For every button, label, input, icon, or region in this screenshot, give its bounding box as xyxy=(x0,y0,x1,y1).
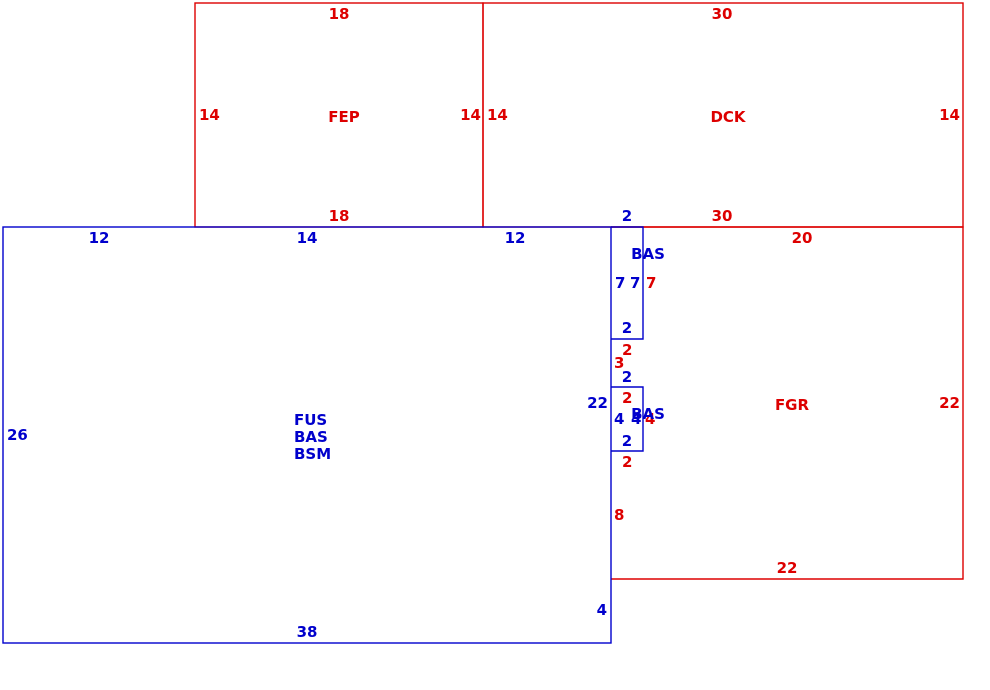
fgr-left-dim-3: 3 xyxy=(614,354,624,372)
fgr-left-dim-5: 4 xyxy=(645,410,655,428)
main-label-bas: BAS xyxy=(294,428,328,446)
bas-lower-outline xyxy=(611,386,644,452)
main-right-upper-dim: 22 xyxy=(587,394,608,412)
bas-lower-top-dim: 2 xyxy=(622,368,632,386)
fgr-left-dim-4: 2 xyxy=(622,389,632,407)
main-bottom-dim: 38 xyxy=(297,623,318,641)
dck-right-dim: 14 xyxy=(939,106,960,124)
dck-label: DCK xyxy=(710,108,746,126)
main-outline xyxy=(2,226,612,644)
bas-upper-left-dim: 7 xyxy=(615,274,625,292)
bas-upper-outline xyxy=(611,226,644,340)
dck-left-dim: 14 xyxy=(487,106,508,124)
fep-area: FEP 18 18 14 14 xyxy=(199,5,481,225)
bas-lower-bottom-dim: 2 xyxy=(622,432,632,450)
fep-label: FEP xyxy=(328,108,360,126)
main-label-fus: FUS xyxy=(294,411,327,429)
dck-area: DCK 30 30 14 14 xyxy=(487,5,960,225)
main-top-dim-2: 14 xyxy=(297,229,318,247)
dck-top-dim: 30 xyxy=(712,5,733,23)
main-label-bsm: BSM xyxy=(294,445,331,463)
main-left-dim: 26 xyxy=(7,426,28,444)
main-area: FUS BAS BSM 12 14 12 26 38 22 4 xyxy=(7,229,608,641)
fgr-left-dim-1: 7 xyxy=(646,274,656,292)
main-top-dim-1: 12 xyxy=(89,229,110,247)
dck-bottom-dim: 30 xyxy=(712,207,733,225)
fgr-label: FGR xyxy=(775,396,810,414)
bas-upper-right-dim: 7 xyxy=(630,274,640,292)
fep-bottom-dim: 18 xyxy=(329,207,350,225)
fgr-bottom-dim: 22 xyxy=(777,559,798,577)
bas-lower-label: BAS xyxy=(631,405,665,423)
bas-upper-bottom-dim: 2 xyxy=(622,319,632,337)
red-outlines xyxy=(194,2,964,580)
main-top-dim-3: 12 xyxy=(505,229,526,247)
bas-upper-label: BAS xyxy=(631,245,665,263)
main-right-lower-dim: 4 xyxy=(597,601,607,619)
blue-outlines xyxy=(2,226,644,644)
fgr-outline xyxy=(611,226,964,580)
fgr-left-dim-2: 2 xyxy=(622,341,632,359)
fep-left-dim: 14 xyxy=(199,106,220,124)
fgr-left-dim-7: 8 xyxy=(614,506,624,524)
bas-lower-right-dim: 4 xyxy=(631,410,641,428)
fep-right-dim: 14 xyxy=(460,106,481,124)
fgr-right-dim: 22 xyxy=(939,394,960,412)
fep-top-dim: 18 xyxy=(329,5,350,23)
fgr-area: FGR 20 22 22 7 2 3 2 4 2 8 xyxy=(614,229,960,577)
bas-lower-left-dim: 4 xyxy=(614,410,624,428)
fgr-top-dim: 20 xyxy=(792,229,813,247)
bas-upper-area: BAS 2 2 7 7 xyxy=(615,207,665,337)
fgr-left-dim-6: 2 xyxy=(622,453,632,471)
bas-lower-area: BAS 2 2 4 4 xyxy=(614,368,665,450)
bas-upper-top-dim: 2 xyxy=(622,207,632,225)
